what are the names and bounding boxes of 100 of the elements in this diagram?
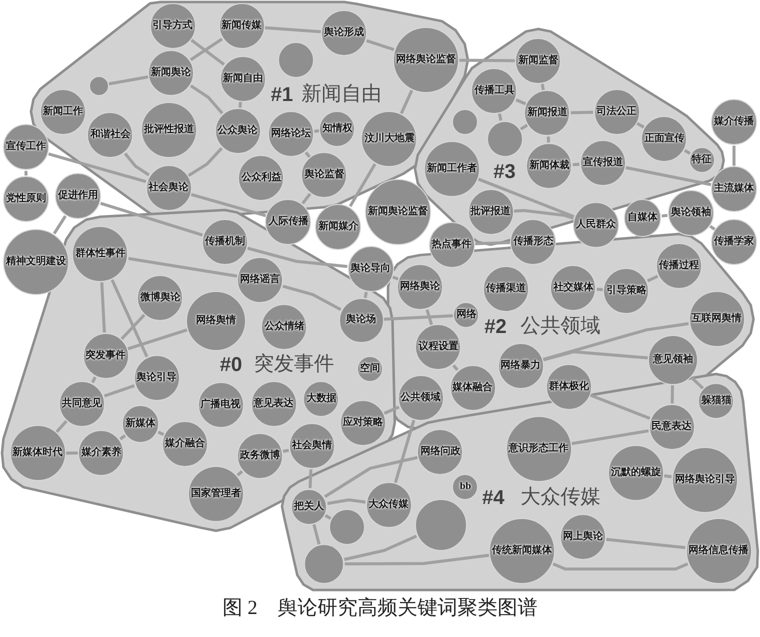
keyword-label: 精神文明建设: [6, 256, 66, 267]
keyword-label: 新闻监督: [518, 56, 558, 66]
link-line: [646, 274, 658, 282]
link-line: [344, 534, 418, 561]
link-line: [542, 322, 689, 361]
keyword-label: 网络论坛: [270, 129, 311, 140]
keyword-label: 大众传媒: [368, 500, 409, 510]
keyword-label: 把关人: [294, 502, 324, 512]
link-line: [238, 102, 242, 108]
keyword-label: 意见表达: [254, 399, 294, 410]
link-line: [392, 276, 399, 280]
link-line: [572, 162, 580, 166]
keyword-label: 网络舆论监督: [396, 54, 456, 65]
keyword-label: 新媒体时代: [12, 448, 63, 458]
link-line: [571, 429, 649, 446]
keyword-label: 社交媒体: [553, 282, 594, 293]
keyword-label: 网络舆情: [196, 316, 236, 326]
keyword-label: 新闻媒介: [318, 222, 358, 232]
keyword-label: 互联网舆情: [692, 314, 742, 324]
keyword-label: 司法公正: [596, 106, 637, 117]
link-line: [626, 166, 712, 186]
keyword-label: 网上舆论: [562, 532, 603, 542]
keyword-label: 人民群众: [576, 220, 616, 230]
link-line: [552, 562, 688, 570]
link-line: [304, 151, 311, 158]
link-line: [690, 376, 704, 390]
keyword-label: 特征: [692, 155, 712, 166]
keyword-label: 网络问政: [420, 447, 460, 458]
keyword-label: 大数据: [306, 394, 336, 404]
link-line: [124, 152, 150, 176]
link-line: [542, 350, 648, 362]
keyword-label: 沉默的螺旋: [610, 468, 661, 478]
keyword-label: 汶川大地震: [364, 134, 414, 144]
keyword-label: 批评性报道: [144, 125, 194, 135]
cluster-name: 公共领域: [520, 316, 600, 336]
keyword-label: bb: [460, 482, 472, 492]
keyword-label: 意见领袖: [652, 355, 693, 365]
keyword-label: 传播工具: [474, 86, 514, 96]
keyword-label: 舆论场: [346, 315, 376, 326]
keyword-label: 群体性事件: [75, 248, 126, 259]
keyword-label: 微博舆论: [140, 292, 180, 303]
keyword-label: 共同意见: [62, 398, 102, 409]
figure-caption: 图 2 舆论研究高频关键词聚类图谱: [222, 598, 538, 618]
link-line: [670, 385, 674, 404]
keyword-label: 舆论形成: [324, 28, 364, 38]
keyword-label: 传播机制: [204, 237, 245, 248]
link-line: [108, 75, 148, 86]
link-line: [662, 214, 668, 218]
cluster-number: #4: [482, 488, 504, 508]
keyword-label: 突发事件: [86, 351, 126, 362]
keyword-label: 政务微博: [240, 450, 280, 461]
link-line: [636, 122, 645, 128]
link-line: [327, 498, 366, 505]
keyword-label: 热点事件: [432, 240, 472, 250]
keyword-label: 网络暴力: [500, 360, 541, 371]
keyword-label: 新媒体: [126, 419, 156, 430]
keyword-label: 知情权: [322, 124, 352, 134]
link-line: [120, 314, 146, 340]
keyword-label: 新闻体裁: [529, 161, 570, 172]
link-line: [312, 524, 321, 545]
link-line: [190, 84, 224, 114]
keyword-label: 宣传报道: [582, 158, 623, 168]
keyword-label: 意识形态工作: [508, 444, 569, 454]
link-line: [394, 420, 416, 484]
link-line: [459, 58, 515, 62]
link-line: [709, 224, 716, 230]
link-line: [264, 26, 321, 34]
link-line: [158, 430, 164, 436]
link-line: [100, 202, 203, 237]
keyword-label: 传统新闻媒体: [492, 546, 552, 556]
keyword-label: 广播电视: [200, 400, 241, 410]
link-line: [128, 257, 238, 278]
keyword-label: 媒体融合: [452, 382, 493, 393]
keyword-label: 民意表达: [652, 422, 692, 432]
keyword-label: 舆论领袖: [670, 208, 711, 218]
keyword-label: 网络舆论: [400, 282, 440, 292]
link-line: [308, 469, 312, 488]
keyword-label: 媒介传播: [714, 117, 754, 128]
link-line: [91, 376, 97, 384]
keyword-label: 网络: [456, 310, 476, 320]
keyword-label: 传播渠道: [486, 284, 526, 294]
link-line: [684, 149, 691, 155]
link-line: [301, 192, 312, 204]
keyword-label: 舆论导向: [350, 264, 391, 274]
link-line: [590, 394, 650, 420]
link-line: [498, 113, 502, 121]
keyword-label: 新闻传媒: [222, 21, 262, 31]
link-line: [570, 110, 594, 114]
link-line: [664, 474, 672, 478]
keyword-label: 媒介融合: [165, 439, 206, 450]
link-line: [606, 538, 686, 550]
link-line: [384, 314, 453, 321]
keyword-label: 舆论引导: [136, 373, 177, 384]
link-line: [314, 129, 320, 133]
keyword-label: 传播形态: [513, 236, 554, 247]
link-line: [400, 90, 414, 114]
link-line: [366, 39, 394, 52]
link-line: [110, 279, 148, 358]
keyword-label: 新闻工作者: [426, 164, 477, 174]
link-line: [127, 328, 188, 350]
